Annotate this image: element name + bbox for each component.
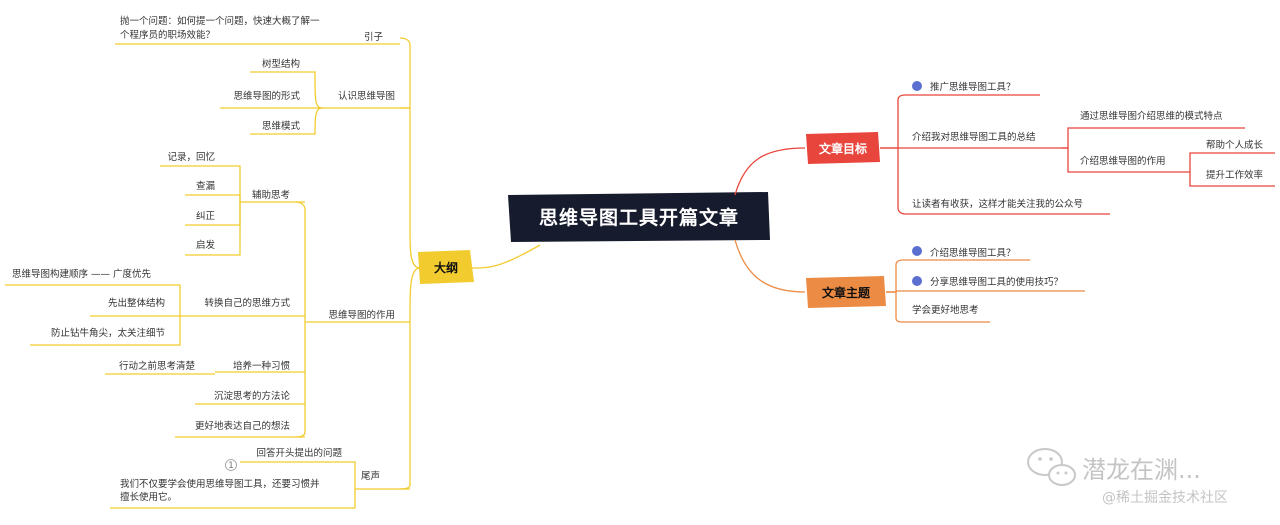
ending-note-line2[interactable]: 擅长使用它。 bbox=[120, 491, 177, 503]
convert-item-structure[interactable]: 先出整体结构 bbox=[108, 297, 165, 309]
role-to-efficiency bbox=[1189, 172, 1275, 187]
theme-share-info-icon bbox=[912, 276, 922, 286]
outline-node-label[interactable]: 大纲 bbox=[434, 260, 458, 275]
assist-item-inspire[interactable]: 启发 bbox=[196, 239, 216, 251]
connector-root-goal bbox=[734, 147, 806, 196]
goal-branch: 文章目标 推广思维导图工具？ 介绍我对思维导图工具的总结 让读者有收获，这样才能… bbox=[734, 81, 1275, 215]
goal-node-box bbox=[806, 132, 880, 164]
role-spine-down bbox=[294, 322, 306, 438]
convert-to-item1 bbox=[5, 284, 181, 316]
watermark: 潜龙在渊... @稀土掘金技术社区 bbox=[1027, 448, 1228, 506]
connector-outline-lower bbox=[399, 267, 421, 490]
assist-to-item4 bbox=[185, 202, 241, 256]
theme-node-label[interactable]: 文章主题 bbox=[822, 285, 871, 300]
preface-label[interactable]: 引子 bbox=[364, 32, 384, 43]
summary-to-role bbox=[1062, 147, 1190, 173]
assist-label[interactable]: 辅助思考 bbox=[252, 189, 290, 201]
ending-note-line1[interactable]: 我们不仅要学会使用思维导图工具，还要习惯并 bbox=[120, 478, 320, 490]
assist-to-item1 bbox=[160, 165, 241, 202]
convert-label[interactable]: 转换自己的思维方式 bbox=[204, 297, 290, 309]
goal-to-promote bbox=[880, 94, 1040, 149]
goal-gain[interactable]: 让读者有收获，这样才能关注我的公众号 bbox=[912, 198, 1083, 210]
theme-branch: 文章主题 介绍思维导图工具？ 分享思维导图工具的使用技巧？ 学会更好地思考 bbox=[734, 239, 1085, 323]
assist-item-check[interactable]: 查漏 bbox=[196, 180, 215, 192]
convert-to-item3 bbox=[30, 316, 181, 346]
method-label[interactable]: 沉淀思考的方法论 bbox=[214, 390, 291, 402]
theme-intro[interactable]: 介绍思维导图工具？ bbox=[930, 247, 1016, 259]
connector-outline-upper bbox=[399, 37, 421, 269]
goal-to-gain bbox=[897, 148, 1110, 215]
goal-promote[interactable]: 推广思维导图工具？ bbox=[930, 81, 1016, 93]
goal-mode[interactable]: 通过思维导图介绍思维的模式特点 bbox=[1080, 110, 1223, 122]
theme-think[interactable]: 学会更好地思考 bbox=[912, 304, 979, 316]
connector-root-outline bbox=[471, 244, 541, 269]
convert-item-order[interactable]: 思维导图构建顺序 —— 广度优先 bbox=[12, 268, 152, 280]
note-marker-icon[interactable] bbox=[225, 459, 237, 471]
know-item-mode[interactable]: 思维模式 bbox=[262, 120, 301, 132]
know-item-tree[interactable]: 树型结构 bbox=[262, 58, 300, 70]
goal-summary[interactable]: 介绍我对思维导图工具的总结 bbox=[912, 131, 1036, 143]
preface-question-line2[interactable]: 个程序员的职场效能？ bbox=[120, 29, 215, 41]
goal-role-grow[interactable]: 帮助个人成长 bbox=[1206, 139, 1264, 151]
note-marker-number: 1 bbox=[228, 461, 234, 471]
habit-label[interactable]: 培养一种习惯 bbox=[233, 360, 291, 372]
know-to-item1 bbox=[250, 71, 323, 109]
ending-answer[interactable]: 回答开头提出的问题 bbox=[256, 447, 342, 459]
assist-to-item2 bbox=[185, 194, 241, 202]
convert-item-detail[interactable]: 防止钻牛角尖，太关注细节 bbox=[51, 327, 165, 339]
role-label[interactable]: 思维导图的作用 bbox=[328, 309, 395, 321]
assist-item-correct[interactable]: 纠正 bbox=[196, 211, 216, 222]
root-node-box bbox=[508, 192, 770, 242]
theme-share[interactable]: 分享思维导图工具的使用技巧？ bbox=[930, 276, 1063, 288]
promote-info-icon bbox=[912, 81, 922, 91]
watermark-account: 潜龙在渊... bbox=[1082, 456, 1201, 484]
theme-intro-info-icon bbox=[912, 246, 922, 256]
role-to-grow bbox=[1189, 152, 1275, 172]
goal-role[interactable]: 介绍思维导图的作用 bbox=[1080, 155, 1166, 167]
theme-to-share bbox=[886, 290, 1085, 293]
role-spine-up bbox=[294, 201, 306, 322]
watermark-site: @稀土掘金技术社区 bbox=[1102, 490, 1228, 506]
wechat-logo-icon bbox=[1027, 448, 1076, 486]
know-to-item3 bbox=[250, 107, 323, 135]
goal-node-label[interactable]: 文章目标 bbox=[819, 141, 867, 156]
root-node[interactable]: 思维导图工具开篇文章 bbox=[508, 192, 770, 242]
preface-question-line1[interactable]: 抛一个问题：如何提一个问题，快速大概了解一 bbox=[120, 15, 320, 27]
ending-label[interactable]: 尾声 bbox=[361, 470, 380, 482]
express-label[interactable]: 更好地表达自己的想法 bbox=[195, 420, 290, 432]
outline-branch: 大纲 引子 抛一个问题：如何提一个问题，快速大概了解一 个程序员的职场效能？ 认… bbox=[5, 15, 541, 509]
theme-to-think bbox=[886, 291, 990, 323]
ending-to-note bbox=[110, 489, 356, 509]
know-item-form[interactable]: 思维导图的形式 bbox=[233, 90, 300, 102]
outline-node-box bbox=[418, 250, 474, 284]
connector-root-theme bbox=[734, 239, 806, 293]
know-label[interactable]: 认识思维导图 bbox=[338, 90, 395, 102]
root-node-title[interactable]: 思维导图工具开篇文章 bbox=[539, 206, 739, 229]
theme-to-intro bbox=[886, 259, 1030, 293]
theme-node-box bbox=[806, 276, 886, 308]
ending-to-answer bbox=[240, 461, 356, 489]
goal-role-efficiency[interactable]: 提升工作效率 bbox=[1206, 169, 1264, 181]
assist-item-record[interactable]: 记录，回忆 bbox=[167, 151, 215, 163]
habit-item[interactable]: 行动之前思考清楚 bbox=[119, 360, 196, 372]
